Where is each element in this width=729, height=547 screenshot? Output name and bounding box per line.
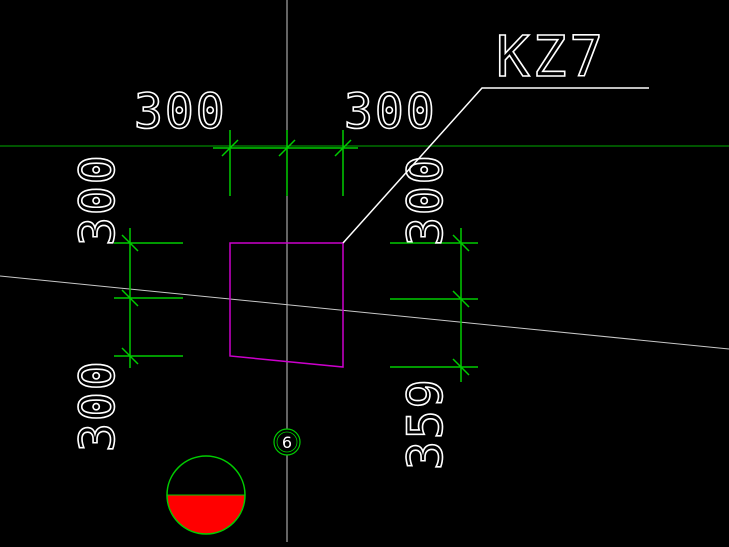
- column-tag-text[interactable]: KZ7: [495, 24, 606, 91]
- column-outline[interactable]: [229, 242, 344, 368]
- dim-right-upper[interactable]: 300: [397, 152, 455, 246]
- right-dimension-chain[interactable]: [390, 228, 478, 382]
- axis-number-bubble[interactable]: 6: [273, 428, 301, 456]
- top-dimension-chain[interactable]: [213, 130, 358, 196]
- dim-right-lower[interactable]: 359: [397, 376, 455, 470]
- column-tag-leader[interactable]: [342, 87, 649, 244]
- dim-left-lower[interactable]: 300: [69, 358, 127, 452]
- slanted-axis-line[interactable]: [0, 275, 729, 350]
- dim-left-upper[interactable]: 300: [69, 152, 127, 246]
- dim-top-left[interactable]: 300: [133, 83, 227, 141]
- axis-number-text: 6: [282, 433, 292, 452]
- left-dimension-chain[interactable]: [114, 228, 183, 368]
- section-marker-icon[interactable]: [166, 455, 246, 535]
- dim-top-right[interactable]: 300: [343, 83, 437, 141]
